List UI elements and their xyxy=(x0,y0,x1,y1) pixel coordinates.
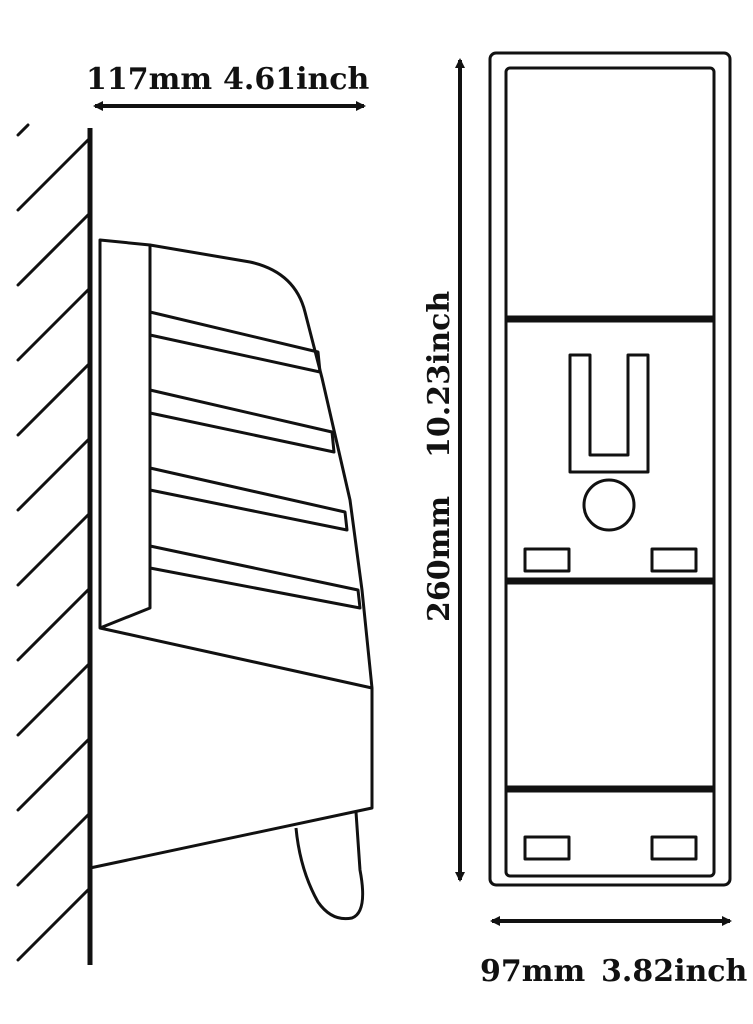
front-sensor-circle xyxy=(582,478,636,532)
front-slot-upper-right xyxy=(650,547,698,573)
side-lower-band xyxy=(99,626,373,690)
front-inner-frame xyxy=(504,66,716,878)
side-body-outline xyxy=(89,243,374,870)
depth-inch-label: 4.61inch xyxy=(223,62,370,97)
front-slot-upper-left xyxy=(523,547,571,573)
width-mm-label: 97mm xyxy=(480,954,585,989)
side-louver-fins xyxy=(149,310,362,610)
front-outer-frame xyxy=(488,51,732,887)
fixture-side-view xyxy=(89,238,374,921)
side-back-plate xyxy=(98,238,152,630)
depth-mm-label: 117mm xyxy=(86,62,212,97)
dimension-arrows xyxy=(93,58,732,926)
front-u-bracket xyxy=(568,353,650,474)
width-inch-label: 3.82inch xyxy=(601,954,748,989)
front-slot-lower-right xyxy=(650,835,698,861)
side-sensor-lobe xyxy=(294,811,365,921)
wall xyxy=(16,123,93,965)
wall-hatching xyxy=(16,123,90,962)
height-inch-label: 10.23inch xyxy=(422,291,457,458)
fixture-front-view xyxy=(488,51,732,887)
front-slot-lower-left xyxy=(523,835,571,861)
height-mm-label: 260mm xyxy=(422,496,457,622)
